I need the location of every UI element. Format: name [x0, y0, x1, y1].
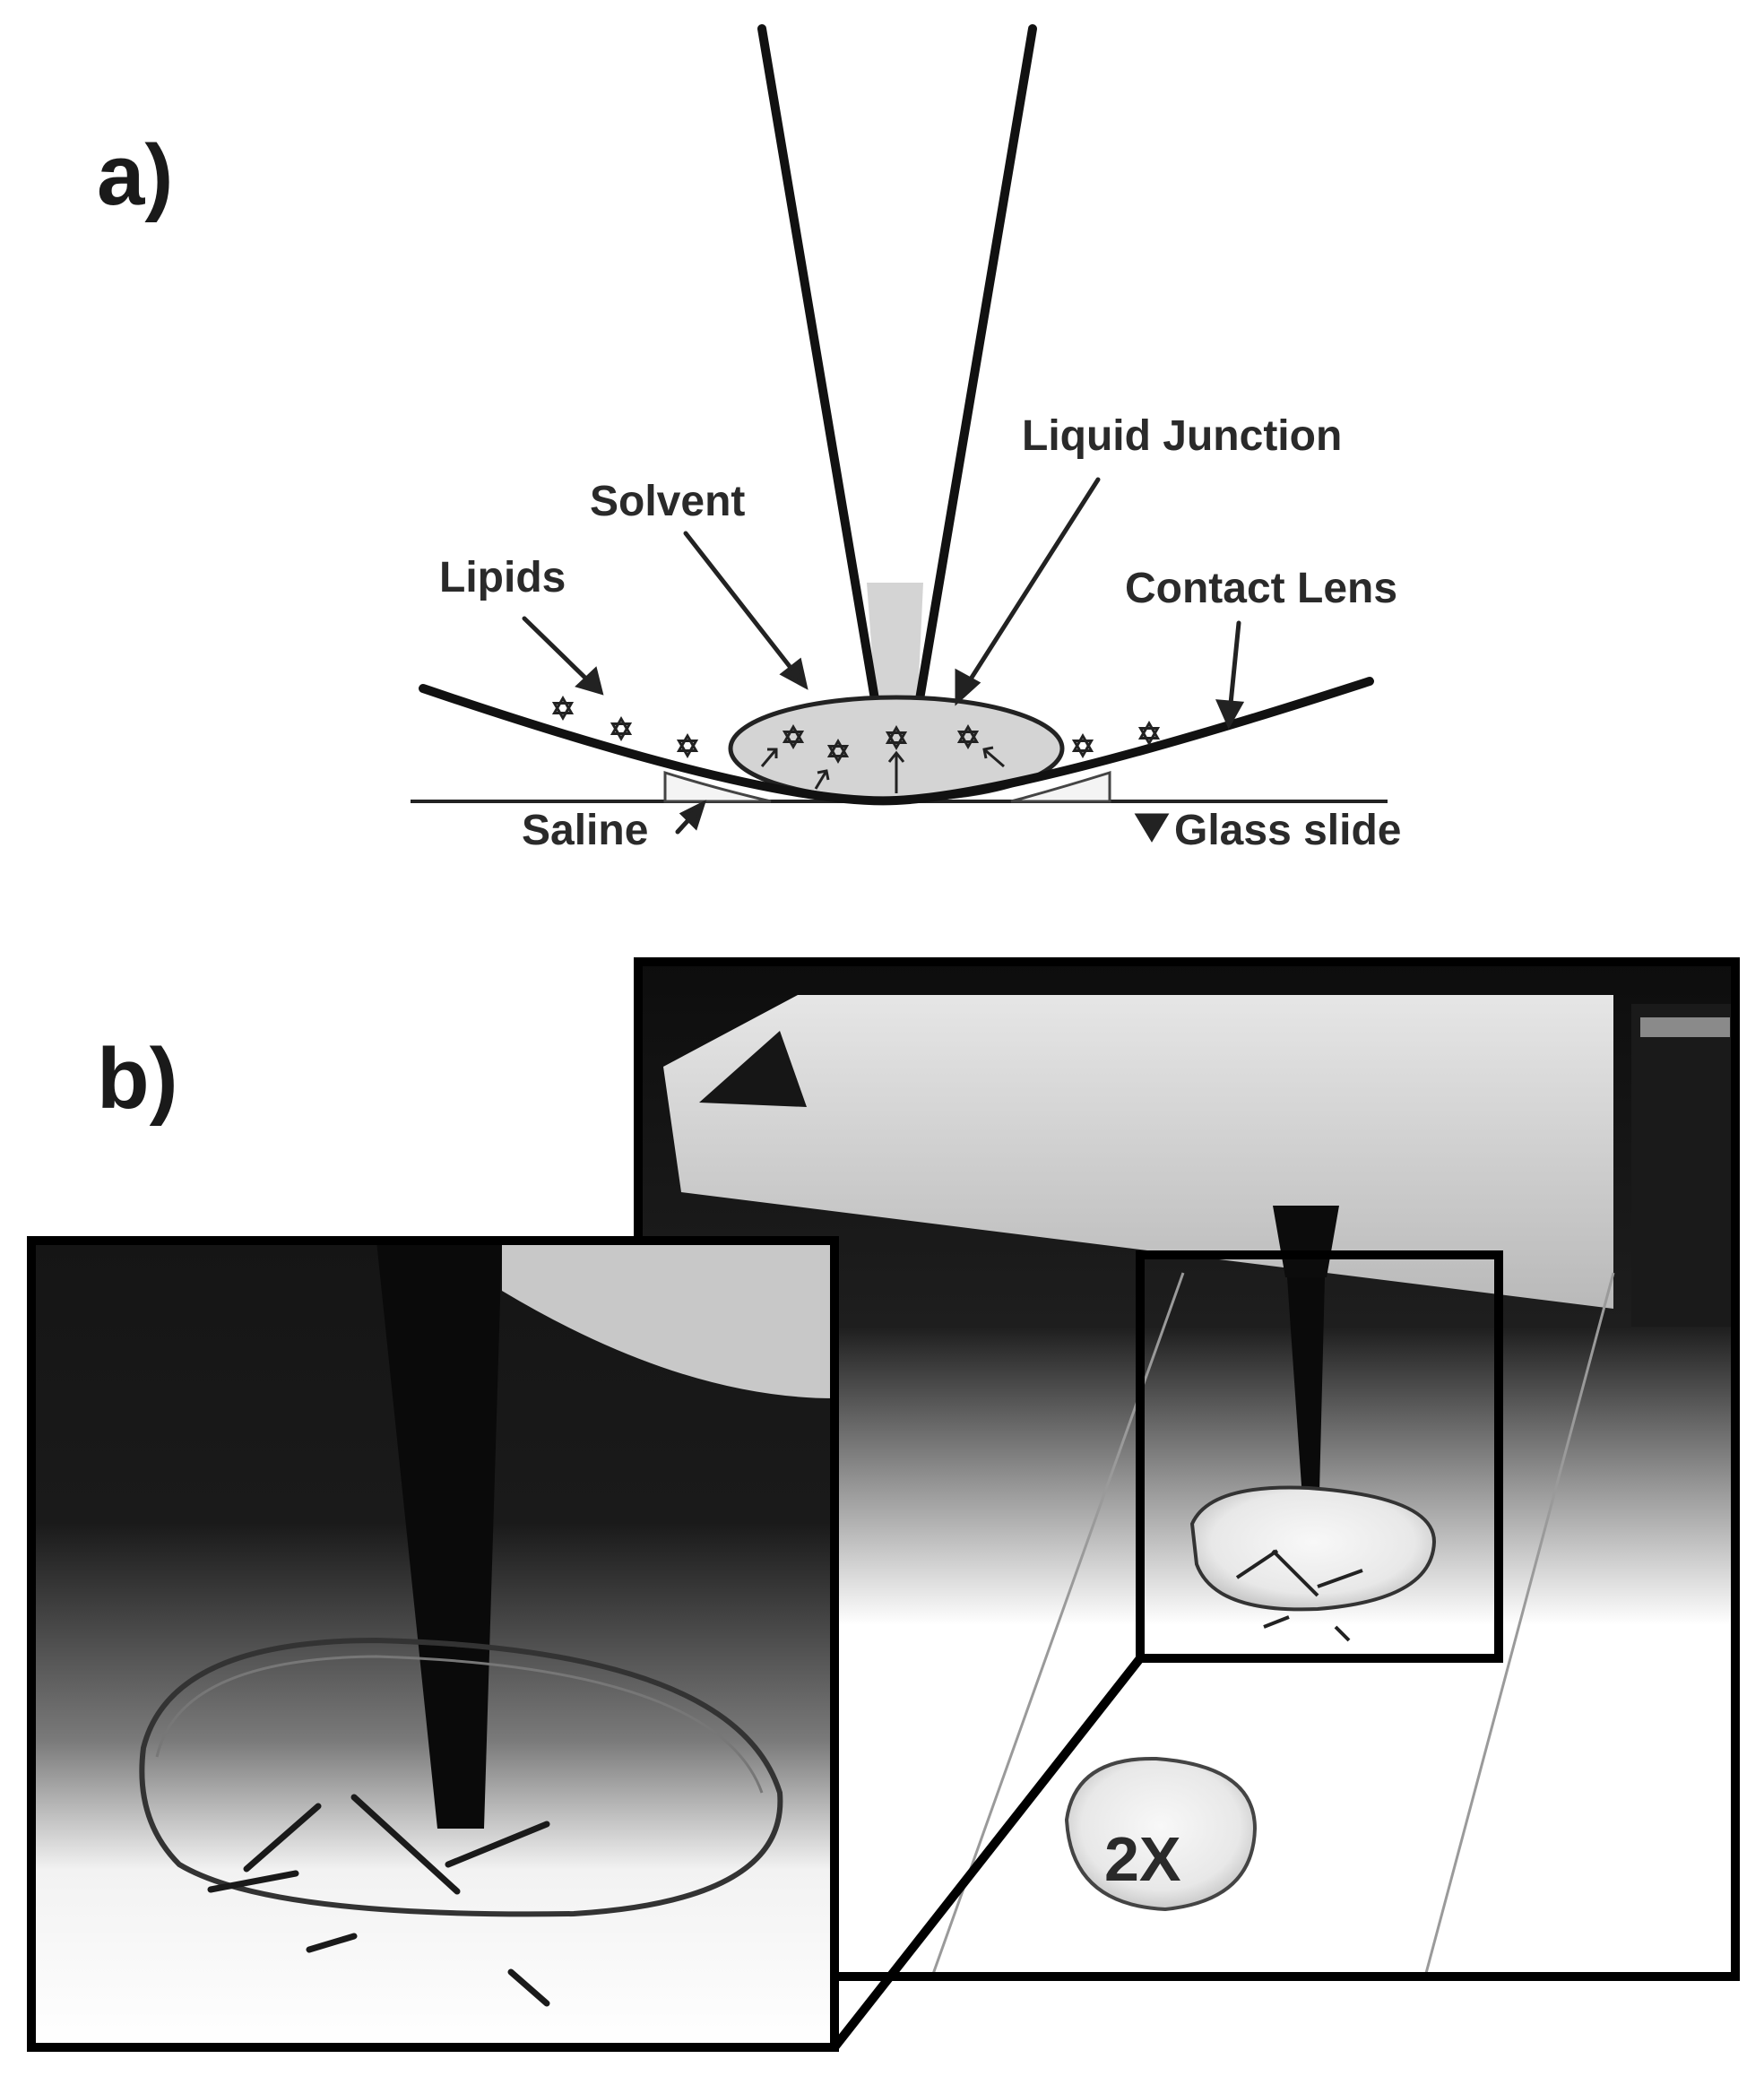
label-saline: Saline [522, 807, 648, 854]
zoom-region-box [1136, 1250, 1503, 1663]
probe-capillary [757, 24, 1037, 714]
probe-holder [663, 995, 1613, 1309]
label-solvent: Solvent [590, 478, 745, 525]
label-glass-slide: Glass slide [1174, 807, 1401, 854]
panel-b-label: b) [97, 1031, 178, 1127]
lipid-molecules [551, 695, 1161, 765]
label-lipids: Lipids [439, 554, 566, 601]
panel-a-label: a) [97, 127, 173, 223]
inset-contact-lens [139, 1637, 783, 1917]
liquid-junction-fill [867, 583, 923, 717]
contact-lens-curve [419, 677, 1374, 806]
panel-a-schematic: a) [97, 24, 1401, 854]
label-liquid-junction: Liquid Junction [1022, 412, 1342, 460]
label-contact-lens: Contact Lens [1125, 565, 1397, 612]
inset-photo [31, 1241, 834, 2047]
saline-regions [663, 770, 1111, 803]
extraction-arrows [760, 746, 1005, 793]
panel-b-photographs: b) 2X [27, 957, 1740, 2052]
lens-marking: 2X [1104, 1824, 1181, 1894]
zoom-connector-line [831, 1655, 1144, 2051]
overview-photo: 2X [638, 962, 1735, 1977]
contact-lens-marked [1064, 1756, 1258, 1912]
callout-arrows [522, 477, 1245, 843]
inset-probe [376, 1241, 502, 1829]
inset-photo-frame [27, 1236, 839, 2052]
contact-lens-on-slide [1189, 1485, 1437, 1612]
